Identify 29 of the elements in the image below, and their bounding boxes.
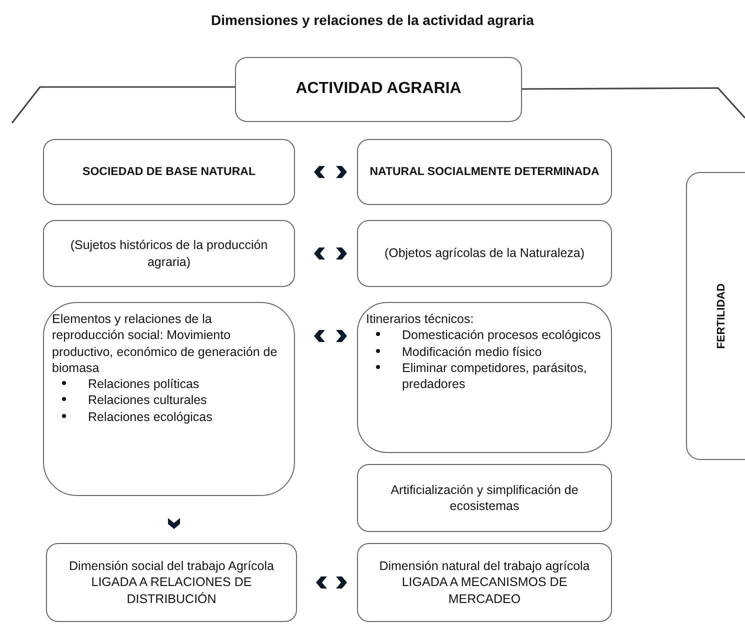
rounded-box (357, 220, 612, 287)
bullet-item: Relaciones culturales (88, 392, 207, 408)
bullet-item: Domesticación procesos ecológicos (402, 327, 601, 344)
rounded-box (357, 543, 612, 622)
box-text: Dimensión social del trabajo Agrícola LIGADA A RELACIONES DE DISTRIBUCIÓN (68, 558, 275, 607)
box-text: NATURAL SOCIALMENTE DETERMINADA (368, 164, 600, 180)
bullet-item: Eliminar competidores, parásitos, predadores (402, 360, 588, 392)
rounded-box (43, 220, 295, 287)
box-text: Elementos y relaciones de la reproducción social: Movimiento productivo, económico de generación de biomasa (52, 311, 278, 376)
box-text: (Objetos agrícolas de la Naturaleza) (383, 245, 586, 262)
box-text: Artificialización y simplificación de ecosistemas (390, 482, 580, 514)
bullet-item: Relaciones ecológicas (88, 408, 212, 425)
box-text: ACTIVIDAD AGRARIA (294, 79, 462, 100)
rounded-box (46, 543, 297, 622)
box-text: (Sujetos históricos de la producción agraria) (69, 237, 269, 270)
rounded-box (43, 139, 295, 205)
rounded-box (357, 464, 612, 532)
box-text: Itinerarios técnicos: (366, 311, 475, 328)
diagram-title: Dimensiones y relaciones de la actividad agraria (210, 12, 535, 28)
box-text: Dimensión natural del trabajo agrícola LIGADA A MECANISMOS DE MERCADEO (378, 558, 591, 607)
rounded-box (43, 302, 295, 496)
bullet-item: Relaciones políticas (88, 376, 200, 392)
box-text: SOCIEDAD DE BASE NATURAL (82, 164, 256, 180)
rounded-box (235, 57, 522, 122)
rounded-box (357, 139, 612, 205)
box-text: FERTILIDAD (714, 283, 729, 349)
rounded-box (357, 302, 612, 453)
bullet-item: Modificación medio físico (402, 344, 542, 360)
side-panel (686, 172, 745, 460)
